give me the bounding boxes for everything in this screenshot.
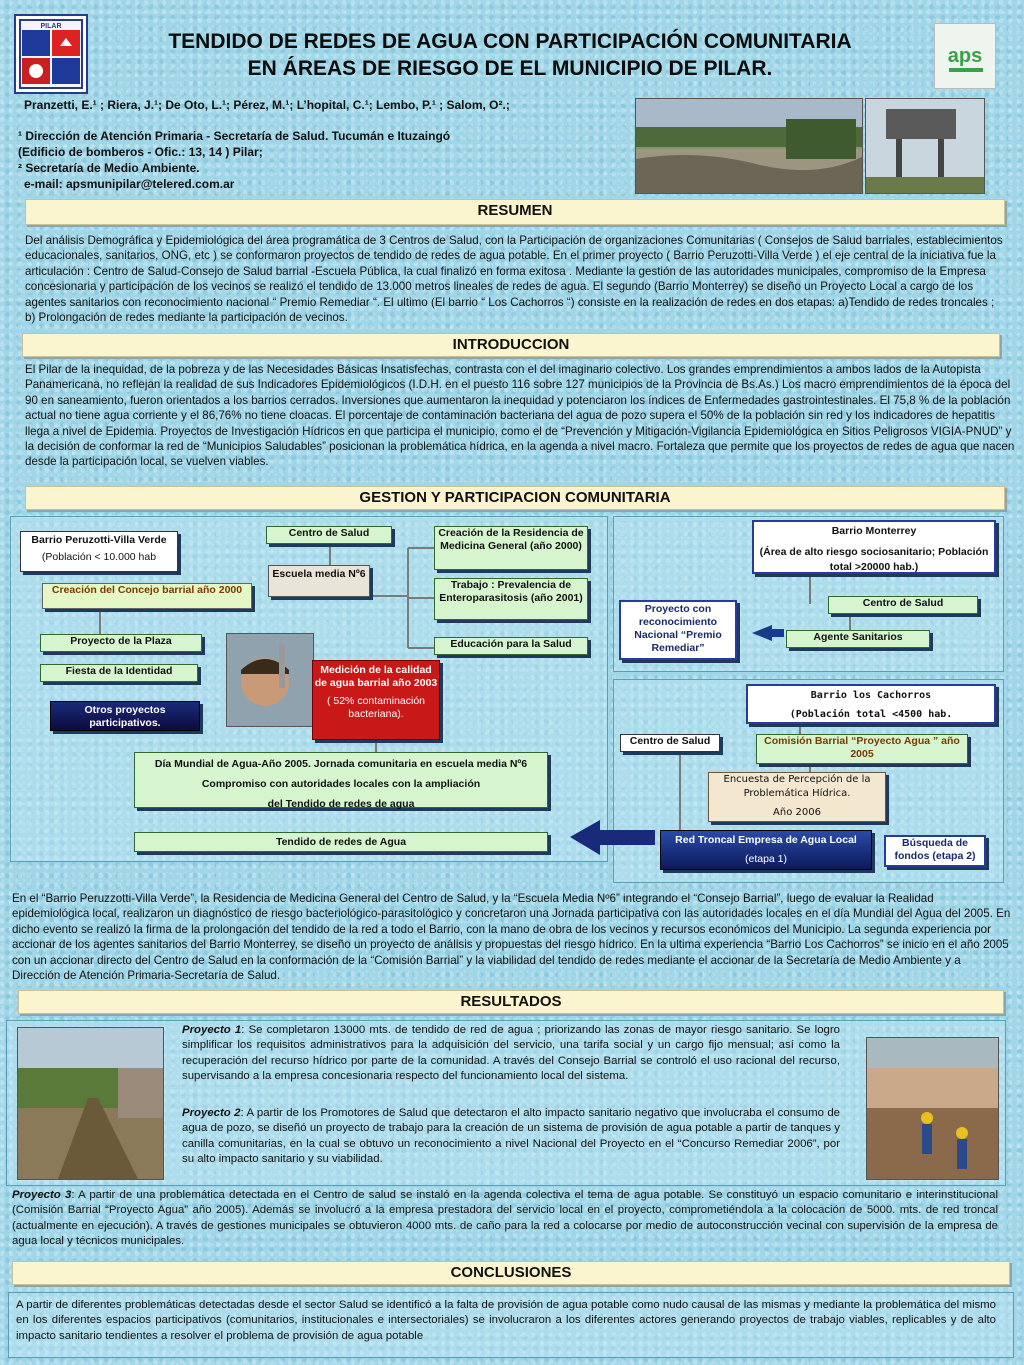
- red-troncal-box: Red Troncal Empresa de Agua Local (etapa…: [660, 830, 872, 870]
- tendido-redes-box: Tendido de redes de Agua: [134, 832, 548, 852]
- consejo-barrial-box: Creación del Concejo barrial año 2000: [42, 583, 252, 609]
- barrio-peruzotti-name: Barrio Peruzotti-Villa Verde: [31, 534, 167, 546]
- barrio-monterrey-box: Barrio Monterrey (Área de alto riesgo so…: [752, 520, 996, 574]
- agente-sanitarios-box: Agente Sanitarios: [786, 630, 930, 648]
- comision-barrial-box: Comisión Barrial “Proyecto Agua ” año 20…: [756, 734, 968, 764]
- monterrey-centro-salud: Centro de Salud: [828, 596, 978, 614]
- pipe-laying-photo: [17, 1027, 164, 1180]
- title-line-1: TENDIDO DE REDES DE AGUA CON PARTICIPACI…: [168, 30, 852, 53]
- centro-salud-box: Centro de Salud: [266, 526, 392, 544]
- title-line-2: EN ÁREAS DE RIESGO DE EL MUNICIPIO DE PI…: [247, 57, 773, 80]
- busqueda-fondos-box: Búsqueda de fondos (etapa 2): [884, 835, 986, 867]
- authors: Pranzetti, E.¹ ; Riera, J.¹; De Oto, L.¹…: [24, 98, 510, 112]
- introduccion-heading: INTRODUCCION: [22, 333, 1000, 357]
- resumen-heading: RESUMEN: [25, 199, 1005, 225]
- cachorros-population: (Población total <4500 hab.: [789, 709, 953, 720]
- encuesta-box: Encuesta de Percepción de la Problemátic…: [708, 772, 886, 822]
- medicion-calidad-box: Medición de la calidad de agua barrial a…: [312, 660, 440, 740]
- residencia-box: Creación de la Residencia de Medicina Ge…: [434, 526, 588, 570]
- poster-title: TENDIDO DE REDES DE AGUA CON PARTICIPACI…: [95, 28, 925, 82]
- child-drinking-photo: [226, 633, 314, 727]
- otros-proyectos-box: Otros proyectos participativos.: [50, 701, 200, 731]
- aps-logo: aps: [934, 23, 996, 89]
- conclusiones-heading: CONCLUSIONES: [12, 1261, 1010, 1285]
- monterrey-name: Barrio Monterrey: [831, 525, 917, 537]
- educacion-box: Educación para la Salud: [434, 637, 588, 655]
- workers-trench-photo: [866, 1037, 999, 1180]
- encuesta-line-2: Año 2006: [773, 807, 821, 818]
- logo-left-text: PILAR: [41, 23, 62, 30]
- proyecto-3-text: : A partir de una problemática detectada…: [12, 1189, 998, 1248]
- introduccion-text: El Pilar de la inequidad, de la pobreza …: [25, 363, 1015, 469]
- fiesta-identidad-box: Fiesta de la Identidad: [40, 664, 198, 682]
- affiliations: ¹ Dirección de Atención Primaria - Secre…: [18, 128, 450, 192]
- medicion-text: Medición de la calidad de agua barrial a…: [314, 664, 438, 689]
- cachorros-name: Barrio los Cachorros: [810, 690, 932, 701]
- proyecto-1-label: Proyecto 1: [182, 1024, 242, 1036]
- proyecto-3-label: Proyecto 3: [12, 1189, 72, 1201]
- logo-right-text: aps: [948, 45, 982, 67]
- resultados-proyecto-3: Proyecto 3: A partir de una problemática…: [12, 1188, 998, 1250]
- resultados-proyecto-1: Proyecto 1: Se completaron 13000 mts. de…: [182, 1023, 840, 1085]
- affiliation-1: ¹ Dirección de Atención Primaria - Secre…: [18, 129, 451, 143]
- conclusiones-panel: [8, 1292, 1014, 1358]
- red-troncal-line-1: Red Troncal Empresa de Agua Local: [675, 834, 857, 846]
- resumen-text: Del análisis Demográfica y Epidemiológic…: [25, 234, 1003, 325]
- trabajo-box: Trabajo : Prevalencia de Enteroparasitos…: [434, 578, 588, 620]
- proyecto-2-text: : A partir de los Promotores de Salud qu…: [182, 1107, 840, 1166]
- dia-mundial-line-3: del Tendido de redes de agua: [267, 798, 415, 810]
- proyecto-1-text: : Se completaron 13000 mts. de tendido d…: [182, 1024, 840, 1083]
- resultados-heading: RESULTADOS: [18, 990, 1004, 1014]
- encuesta-line-1: Encuesta de Percepción de la Problemátic…: [723, 774, 871, 799]
- affiliation-3: ² Secretaría de Medio Ambiente.: [18, 161, 200, 175]
- contaminacion-text: ( 52% contaminación bacteriana).: [326, 695, 426, 720]
- affiliation-2: (Edificio de bomberos - Ofic.: 13, 14 ) …: [18, 145, 263, 159]
- pilar-logo: PILAR: [14, 14, 88, 94]
- escuela-media-box: Escuela media Nº6: [268, 565, 370, 597]
- flooded-area-photo: [635, 98, 863, 194]
- cachorros-centro-salud: Centro de Salud: [620, 734, 720, 752]
- dia-mundial-line-1: Día Mundial de Agua-Año 2005. Jornada co…: [154, 758, 528, 770]
- proyecto-2-label: Proyecto 2: [182, 1107, 241, 1119]
- red-troncal-line-2: (etapa 1): [744, 853, 788, 865]
- water-tank-photo: [865, 98, 985, 194]
- resultados-proyecto-2: Proyecto 2: A partir de los Promotores d…: [182, 1106, 840, 1168]
- dia-mundial-box: Día Mundial de Agua-Año 2005. Jornada co…: [134, 752, 548, 810]
- conclusiones-text: A partir de diferentes problemáticas det…: [16, 1299, 996, 1342]
- barrio-cachorros-box: Barrio los Cachorros (Población total <4…: [746, 684, 996, 724]
- barrio-peruzotti-box: Barrio Peruzotti-Villa Verde (Población …: [20, 531, 178, 572]
- monterrey-population: (Área de alto riesgo sociosanitario; Pob…: [759, 546, 989, 573]
- gestion-text: En el “Barrio Peruzzotti-Villa Verde”, l…: [12, 892, 1011, 983]
- gestion-heading: GESTION Y PARTICIPACION COMUNITARIA: [25, 486, 1005, 510]
- barrio-peruzotti-population: (Población < 10.000 hab: [41, 551, 157, 563]
- contact-email: e-mail: apsmunipilar@telered.com.ar: [24, 177, 235, 191]
- dia-mundial-line-2: Compromiso con autoridades locales con l…: [201, 778, 481, 790]
- resultados-panel: [6, 1020, 1006, 1186]
- proyecto-plaza-box: Proyecto de la Plaza: [40, 634, 202, 652]
- proyecto-premio-box: Proyecto con reconocimiento Nacional “Pr…: [619, 600, 737, 660]
